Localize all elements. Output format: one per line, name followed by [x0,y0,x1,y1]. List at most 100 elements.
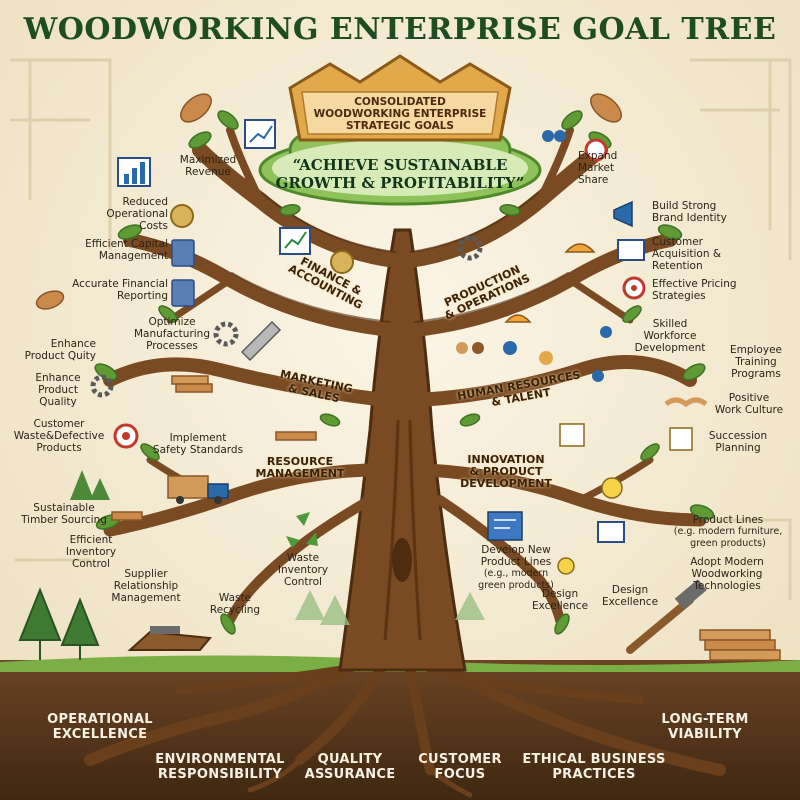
goal-line: Enhance [50,338,96,350]
branch-line: & PRODUCT [469,465,543,478]
slogan-line: “ACHIEVE SUSTAINABLE [292,156,508,174]
goal-line: Efficient Capital [85,238,168,250]
root-line: CUSTOMER [418,752,502,767]
goal-line: Implement [169,432,227,444]
goal-line: Market [578,162,615,174]
crown-banner-text: CONSOLIDATED WOODWORKING ENTERPRISE STRA… [300,96,500,132]
goal-line: Relationship [113,580,179,592]
goal-timber-sourcing: Sustainable Timber Sourcing [16,502,112,526]
goal-line: Development [634,342,706,354]
goal-line: Customer [33,418,85,430]
crown-line: STRATEGIC GOALS [346,120,454,132]
goal-line: Training [735,356,777,368]
root-long-term-viability: LONG-TERM VIABILITY [640,712,770,742]
root-line: ETHICAL BUSINESS [522,752,666,767]
megaphone-icon [613,200,633,228]
goal-maximized-revenue: Maximized Revenue [168,154,248,178]
goal-line: Workforce [643,330,697,342]
goal-pricing-strategies: Effective Pricing Strategies [652,278,772,302]
goal-line: Control [284,576,322,588]
hammer-icon [626,579,707,654]
goal-capital-management: Efficient Capital Management [62,238,168,262]
goal-line: Effective Pricing [652,278,737,290]
goal-line: Operational [106,208,168,220]
goal-enhance-product-quality-1: Enhance Product Quity [6,338,96,362]
goal-line: Optimize [148,316,196,328]
trunk-grain [383,419,422,641]
target-icon [113,138,646,449]
goal-inventory-control: Efficient Inventory Control [56,534,126,570]
goal-line: Adopt Modern [690,556,764,568]
slogan-line: GROWTH & PROFITABILITY” [275,174,525,192]
goal-line: Positive [728,392,770,404]
goal-succession-planning: Succession Planning [698,430,778,454]
goal-line: Succession [708,430,768,442]
root-line: OPERATIONAL [47,712,153,727]
goal-line: Design [611,584,649,596]
hand-plane-icon [127,626,212,651]
goal-modern-technologies: Adopt Modern Woodworking Technologies [672,556,782,592]
goal-line: Inventory [65,546,117,558]
root-line: VIABILITY [668,727,742,742]
root-line: QUALITY [317,752,383,767]
hard-hat-icon [504,243,596,323]
goal-financial-reporting: Accurate Financial Reporting [48,278,168,302]
lumber-icon [699,629,781,661]
goal-line: Reduced [122,196,168,208]
saw-icon [240,320,282,362]
root-line: EXCELLENCE [52,727,148,742]
goal-supplier-management: Supplier Relationship Management [104,568,188,604]
root-line: ASSURANCE [304,767,396,782]
root-line: PRACTICES [552,767,636,782]
trunk-knot [392,538,412,582]
goal-line: Waste&Defective [13,430,105,442]
blueprint-icon [487,511,523,541]
root-ethical-business-practices: ETHICAL BUSINESS PRACTICES [514,752,674,782]
goal-line: Enhance [35,372,81,384]
goal-line: Revenue [185,166,231,178]
goal-line: Waste [286,552,320,564]
goal-line: green products) [478,580,554,591]
goal-line: (e.g. modern furniture, [673,526,783,537]
goal-line: Planning [715,442,761,454]
goal-line: (e.g., modern [483,568,549,579]
goal-design-excellence-2: Design Excellence [600,584,660,608]
goal-skilled-workforce: Skilled Workforce Development [620,318,720,354]
goal-line: Costs [139,220,168,232]
goal-customer-waste: Customer Waste&Defective Products [6,418,112,454]
goal-optimize-manufacturing: Optimize Manufacturing Processes [124,316,220,352]
people-icon [456,130,612,382]
goal-design-excellence-1: Design Excellence [530,588,590,612]
goal-line: Employee [729,344,782,356]
recycle-icon [286,512,318,548]
root-line: FOCUS [434,767,486,782]
goal-line: Skilled [652,318,688,330]
goal-waste-inventory-control: Waste Inventory Control [268,552,338,588]
handshake-icon [664,397,708,408]
tree-branches [103,126,707,625]
goal-reduced-costs: Reduced Operational Costs [86,196,168,232]
goal-enhance-product-quality-2: Enhance Product Quality [26,372,90,408]
goal-line: Supplier [124,568,168,580]
root-line: RESPONSIBILITY [157,767,283,782]
goal-line: Processes [146,340,198,352]
goal-line: Control [72,558,110,570]
goal-line: Design [541,588,579,600]
goal-customer-acquisition: Customer Acquisition & Retention [652,236,762,272]
goal-work-culture: Positive Work Culture [706,392,792,416]
gear-icon [90,235,483,398]
bar-chart-icon [117,119,311,255]
goal-line: Product Lines [692,514,764,526]
central-slogan: “ACHIEVE SUSTAINABLE GROWTH & PROFITABIL… [270,156,530,192]
goal-product-lines-1: Product Lines (e.g. modern furniture, gr… [666,514,790,550]
tree-roots [84,654,726,798]
goal-develop-product-lines: Develop New Product Lines (e.g., modern … [470,544,562,592]
goal-line: Efficient [69,534,113,546]
lumber-icon [111,375,317,521]
crown-line: CONSOLIDATED [354,96,446,108]
goal-line: Management [98,250,168,262]
money-bag-icon [170,204,354,274]
goal-line: green products) [690,538,766,549]
